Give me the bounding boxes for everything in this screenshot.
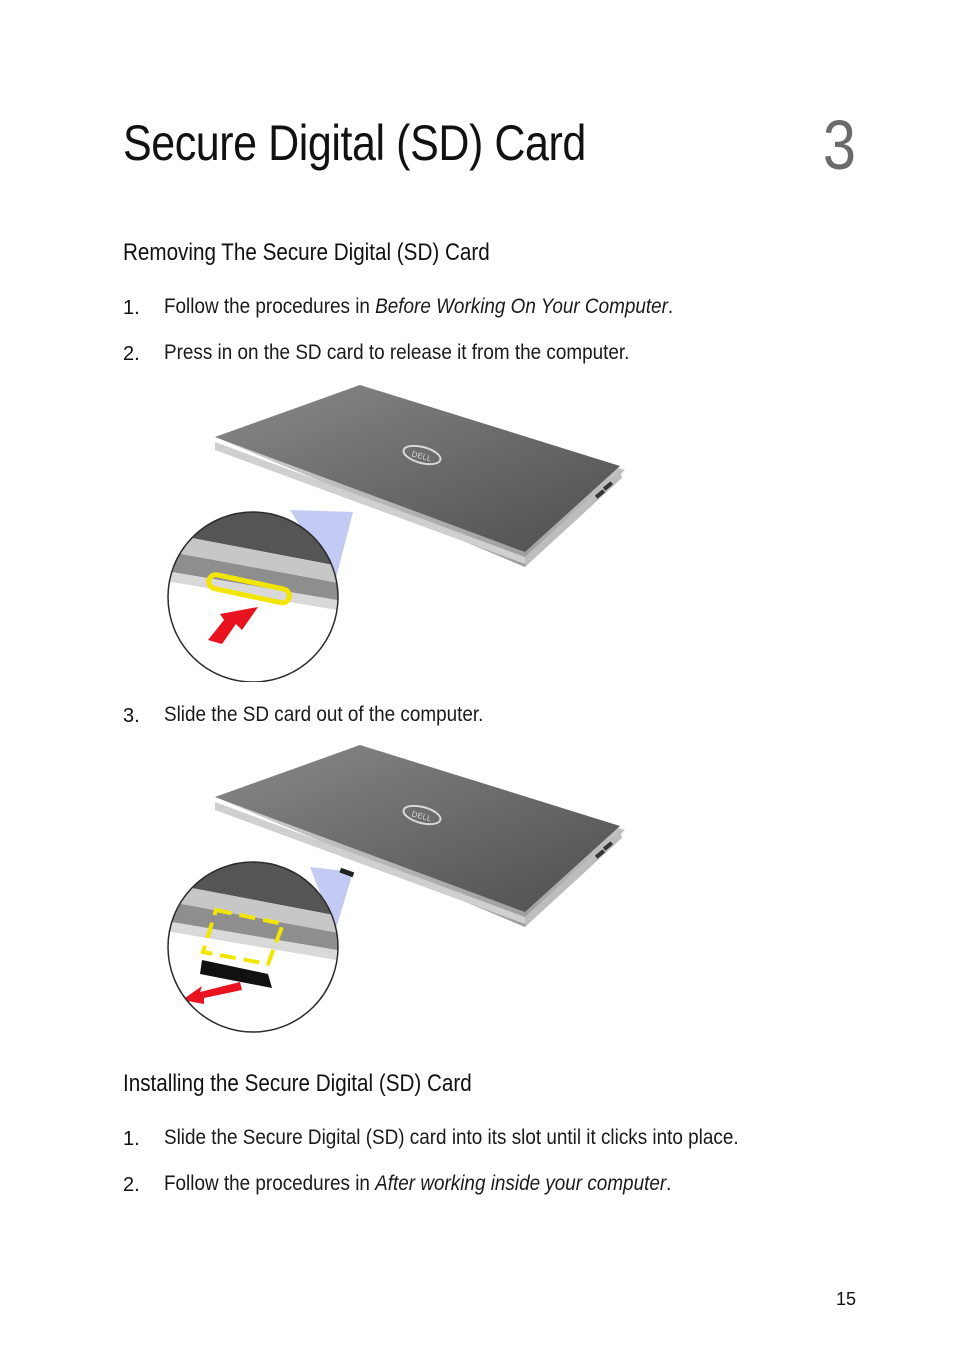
step-text-tail: . <box>666 1172 672 1195</box>
chapter-title: Secure Digital (SD) Card <box>123 115 586 171</box>
procedure-link[interactable]: Before Working On Your Computer <box>375 295 668 318</box>
step-text-lead: Follow the procedures in <box>164 295 376 318</box>
zoom-callout <box>168 862 338 1032</box>
laptop-press-sd-illustration: DELL <box>167 385 625 682</box>
page-number: 15 <box>835 1289 856 1309</box>
sd-slot-highlight <box>206 572 292 606</box>
step-text: Follow the procedures in Before Working … <box>164 296 673 317</box>
step-number: 1. <box>123 1128 140 1150</box>
section-heading-removing: Removing The Secure Digital (SD) Card <box>123 239 490 266</box>
dell-logo <box>402 804 442 826</box>
section-heading-installing: Installing the Secure Digital (SD) Card <box>123 1070 472 1097</box>
step-text: Slide the SD card out of the computer. <box>164 703 484 726</box>
step-number: 1. <box>123 297 140 319</box>
step-text-lead: Follow the procedures in <box>164 1172 376 1195</box>
step-text-tail: . <box>667 295 674 318</box>
laptop-remove-sd-illustration: DELL <box>167 745 625 1033</box>
sd-card <box>200 960 272 988</box>
step-text: Press in on the SD card to release it fr… <box>164 341 630 364</box>
slide-out-arrow-icon <box>182 982 242 1004</box>
step-number: 2. <box>123 343 140 365</box>
sd-card-protruding <box>339 867 355 878</box>
step-number: 2. <box>123 1174 140 1196</box>
sd-card-outline <box>200 907 286 967</box>
press-arrow-icon <box>208 607 258 644</box>
step-text: Follow the procedures in After working i… <box>164 1173 671 1194</box>
callout-beam <box>310 867 353 932</box>
dell-logo <box>402 444 442 466</box>
laptop-lid <box>215 385 620 552</box>
step-text: Slide the Secure Digital (SD) card into … <box>164 1126 739 1149</box>
step-number: 3. <box>123 705 140 727</box>
laptop-lid <box>215 745 620 912</box>
procedure-link[interactable]: After working inside your computer <box>375 1172 667 1195</box>
chapter-number: 3 <box>822 106 856 184</box>
